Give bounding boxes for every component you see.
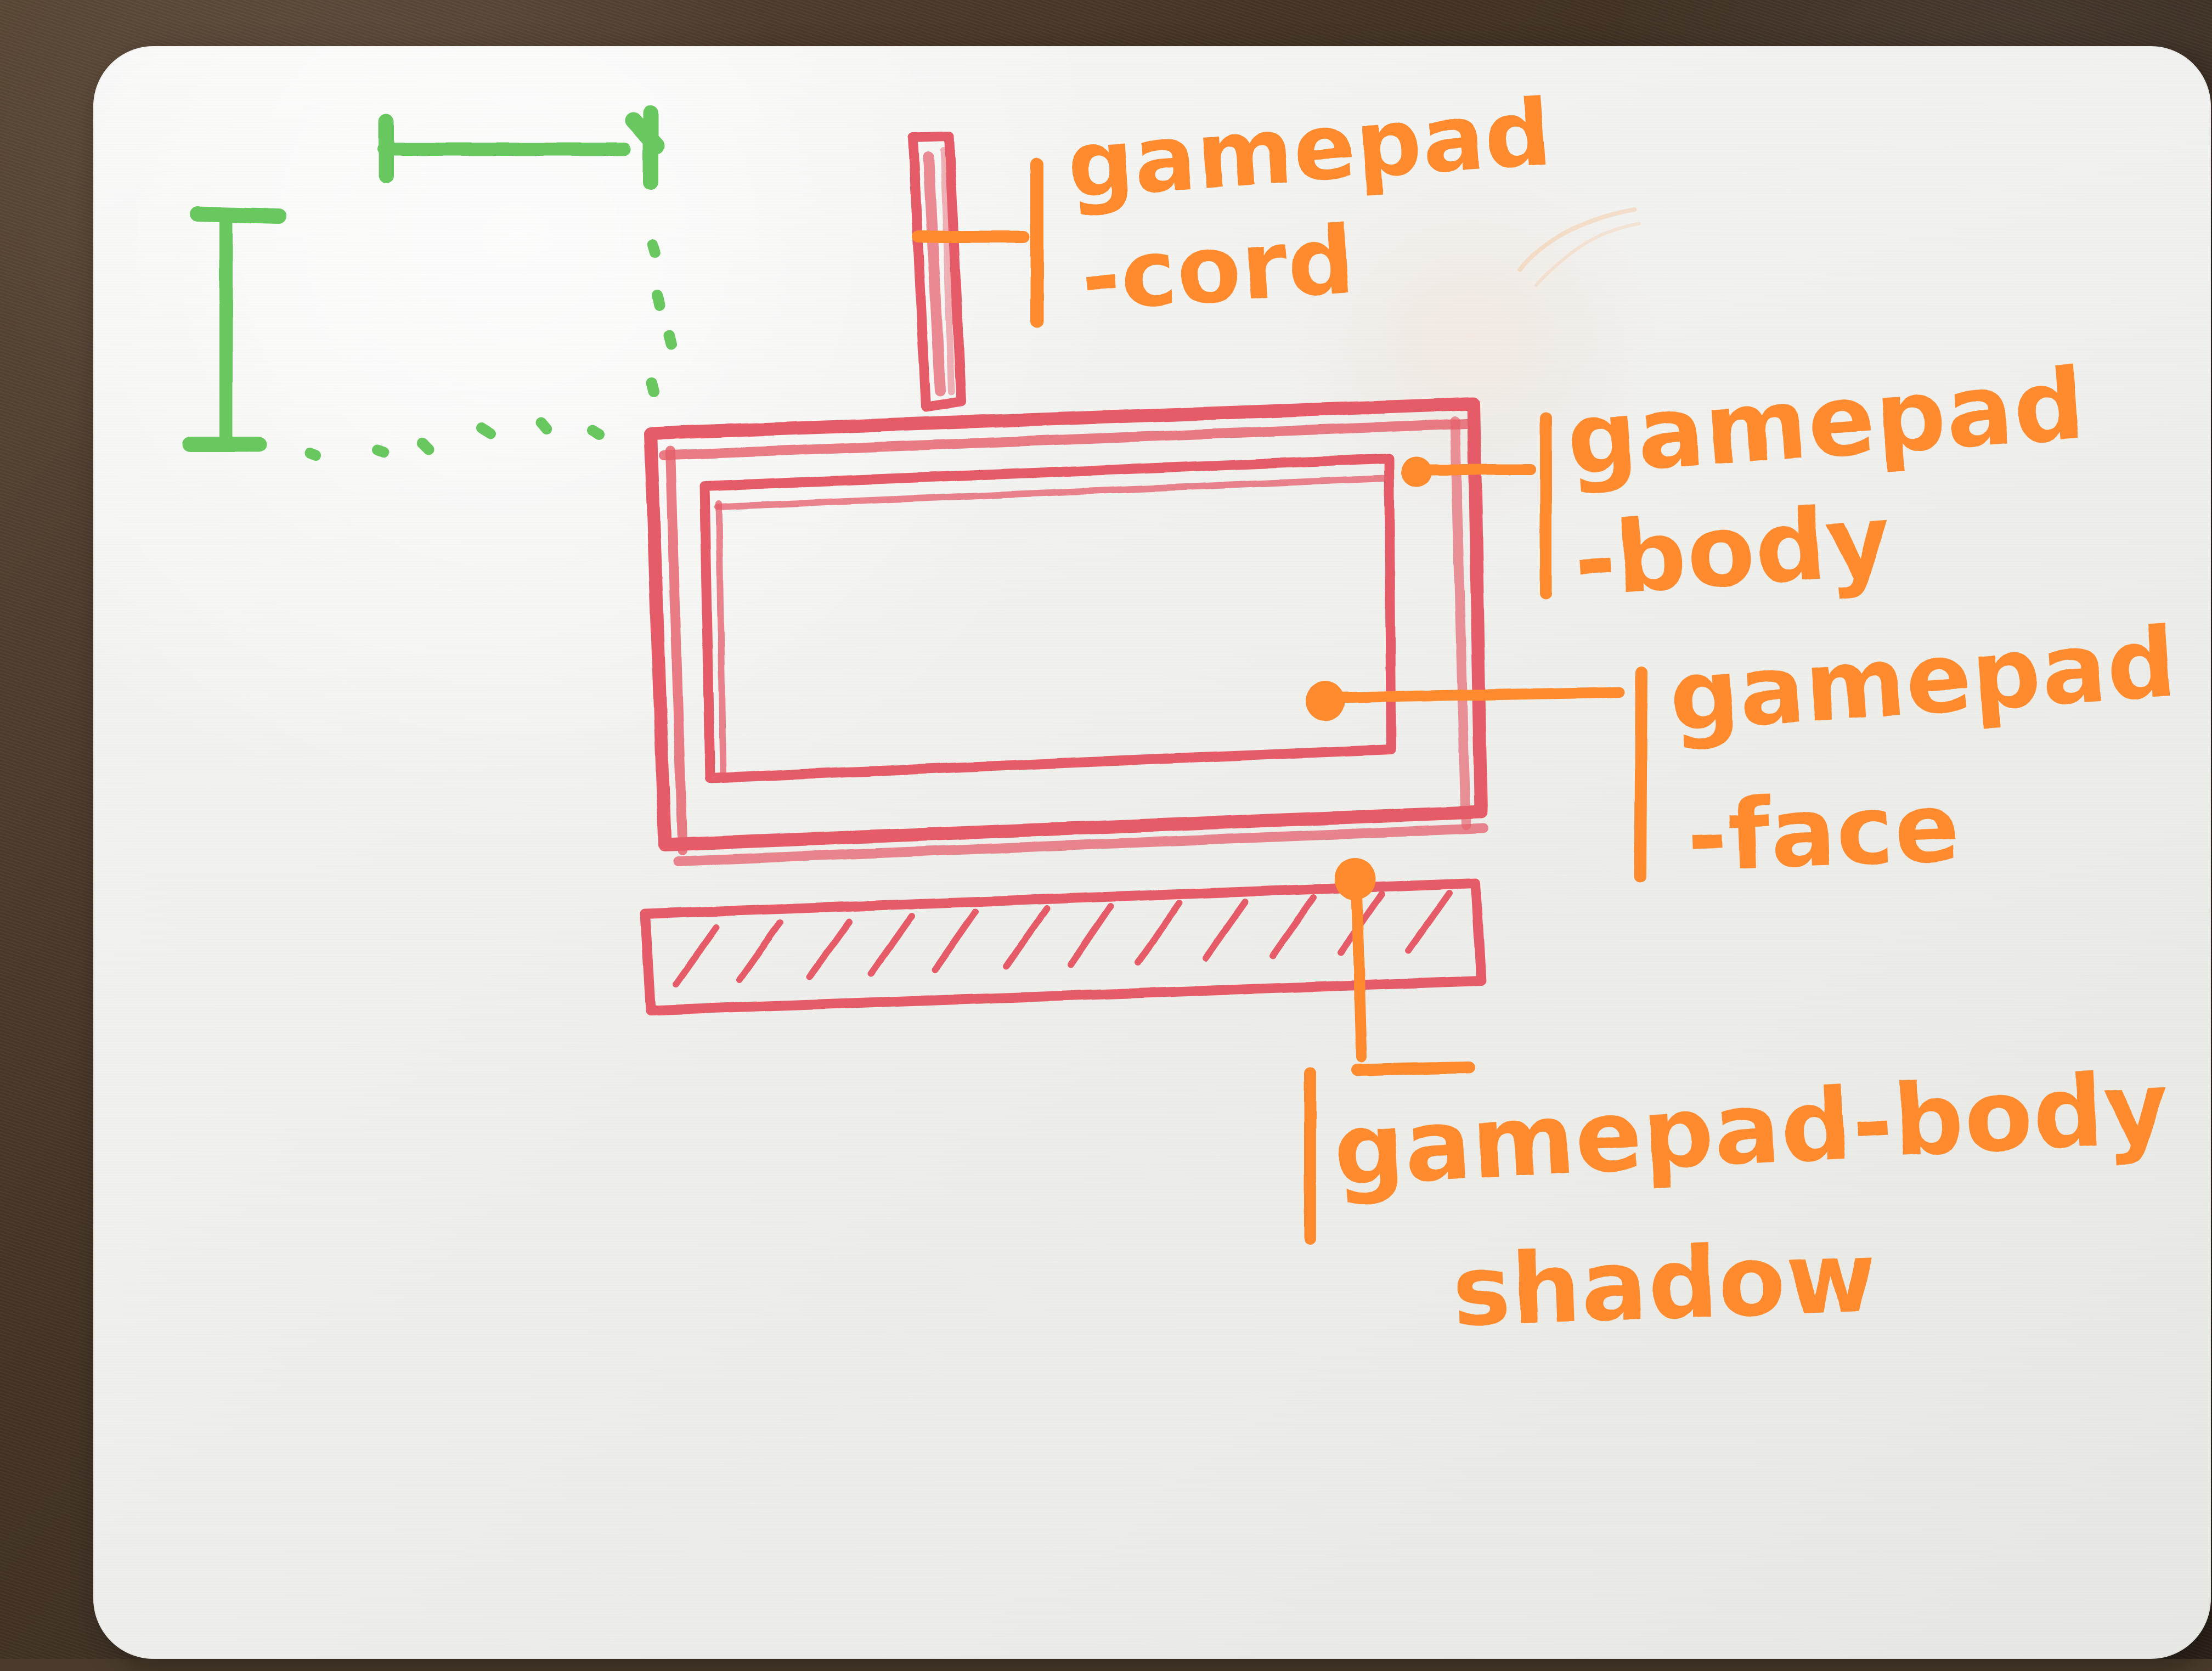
shadow-label-line-1: gamepad-body (1330, 1050, 2171, 1209)
face-callout-line (1317, 687, 1625, 703)
gamepad-shadow-hatch-7 (1068, 903, 1114, 968)
gamepad-body-bottom-second-line (673, 823, 1488, 866)
green-left-top-tick (190, 206, 286, 224)
gamepad-shadow-hatch-4 (868, 913, 915, 976)
gamepad-body-left-second-line (665, 446, 687, 855)
shadow-callout-horizontal (1351, 1062, 1475, 1076)
gamepad-face (699, 454, 1396, 783)
gamepad-shadow-hatch-1 (673, 924, 720, 987)
gamepad-shadow-hatch-9 (1203, 899, 1249, 961)
gamepad-body-right-second-line (1450, 416, 1471, 830)
gamepad-face-left-second-line (715, 500, 726, 778)
gamepad-shadow-hatch-12 (1406, 890, 1453, 953)
green-horizontal-dots (305, 417, 605, 461)
gamepad-shadow-box (640, 878, 1486, 1015)
green-top-right-cap (625, 112, 664, 154)
face-label-line-2: -face (1685, 771, 1962, 893)
gamepad-shadow-hatch-3 (806, 918, 853, 980)
gamepad-cord-fill (923, 151, 946, 396)
gamepad-body-top-second-line (659, 419, 1479, 460)
body-callout-dot (1401, 456, 1432, 487)
face-callout-bar (1634, 667, 1647, 883)
gamepad-cord-fill-2 (940, 147, 955, 395)
green-vertical-dots (646, 239, 677, 397)
whiteboard-texture (93, 46, 2211, 1659)
whiteboard (93, 46, 2211, 1659)
gamepad-shadow-hatch-2 (736, 919, 783, 983)
gamepad-shadow-hatch-10 (1269, 894, 1317, 959)
red-gamepad-sketch (640, 131, 1488, 1015)
gamepad-shadow-hatch-5 (932, 908, 979, 973)
cord-label-line-2: -cord (1078, 206, 1358, 333)
body-label-line-1: gamepad (1562, 347, 2088, 497)
orange-labels: gamepad -cord gamepad -body gamepad -fac… (1064, 78, 2180, 1348)
gamepad-body-outer (644, 397, 1488, 851)
face-callout-dot (1306, 681, 1345, 721)
gamepad-shadow-hatch-6 (1003, 905, 1050, 970)
shadow-label-line-2: shadow (1451, 1220, 1878, 1348)
shadow-callout-dot (1334, 858, 1376, 900)
gamepad-shadow-hatch-8 (1135, 900, 1183, 966)
faint-orange-mark-1 (1517, 207, 1637, 272)
face-label-line-1: gamepad (1666, 606, 2180, 754)
body-label-line-2: -body (1570, 483, 1895, 619)
cord-label-line-1: gamepad (1064, 78, 1555, 219)
orange-callouts (912, 158, 1647, 1245)
shadow-callout-vertical (1351, 871, 1367, 1062)
green-dimension-marks (182, 105, 677, 461)
faint-orange-mark-2 (1534, 222, 1641, 287)
gamepad-cord-outline (908, 131, 966, 412)
gamepad-face-second-line (714, 475, 1387, 510)
